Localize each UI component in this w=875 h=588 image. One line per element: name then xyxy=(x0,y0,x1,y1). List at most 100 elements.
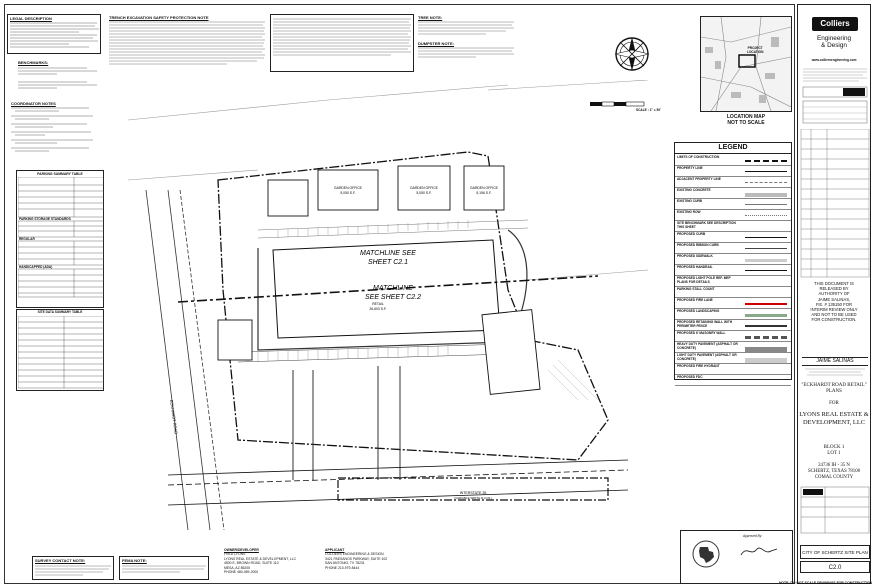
legend-symbol-icon xyxy=(745,303,787,305)
legend-item: PROPOSED RIBBON CURB xyxy=(675,243,791,254)
block-lot: BLOCK 1 LOT 1 xyxy=(798,445,870,457)
firm-sub-line2: & Design xyxy=(821,42,847,50)
address-line3: COMAL COUNTY xyxy=(814,475,854,480)
block-label: BLOCK 1 xyxy=(823,445,845,450)
applicant-title: APPLICANT xyxy=(325,548,345,552)
project-name: "ECKHARDT ROAD RETAIL" PLANS xyxy=(798,383,870,396)
dumpster-note-lines xyxy=(418,47,514,58)
legend-symbol-icon xyxy=(745,336,787,339)
legend-symbol-icon xyxy=(745,347,787,352)
survey-contact-title: SURVEY CONTACT NOTE: xyxy=(35,558,86,563)
legend-item-label: PROPOSED RETAINING WALL WITH PERIMETER F… xyxy=(677,320,733,328)
benchmarks-box: BENCHMARKS: xyxy=(16,58,101,98)
footer-note: NOTE: DO NOT SCALE DRAWINGS FOR CONSTRUC… xyxy=(778,581,872,585)
release-line-7: AND NOT TO BE USED xyxy=(811,312,857,318)
site-address: 24736 IH - 35 N SCHERTZ, TEXAS 78108 COM… xyxy=(798,463,870,481)
building-a-area: 5,050 S.F. xyxy=(340,191,355,195)
legend-item: PROPOSED FIRE LANE xyxy=(675,298,791,309)
legend-item: SITE BENCHMARK SEE DESCRIPTION THIS SHEE… xyxy=(675,221,791,232)
parking-summary-table: PARKING SUMMARY TABLE PARKING STORAGE ST… xyxy=(16,170,104,308)
legal-description-title: LEGAL DESCRIPTION xyxy=(10,16,52,21)
legend-item-label: PROPOSED FIRE LANE xyxy=(677,298,713,302)
legend-item-label: SITE BENCHMARK SEE DESCRIPTION THIS SHEE… xyxy=(677,221,736,229)
dumpster-note-title: DUMPSTER NOTE: xyxy=(418,41,454,46)
main-building-area: 26,603 S.F. xyxy=(369,307,386,311)
trench-safety-note: TRENCH EXCAVATION SAFETY PROTECTION NOTE xyxy=(107,14,267,70)
legend-item: HEAVY DUTY PAVEMENT (ASPHALT OR CONCRETE… xyxy=(675,342,791,353)
legend-item: PROPOSED FIRE HYDRANT xyxy=(675,364,791,375)
parking-table-grid xyxy=(18,177,104,298)
tree-note-title: TREE NOTE: xyxy=(418,15,443,20)
tree-note-lines xyxy=(418,21,514,35)
legend-item: PROPERTY LINE xyxy=(675,166,791,177)
firm-logo: Colliers xyxy=(812,17,858,31)
legend-item-label: LIMITS OF CONSTRUCTION xyxy=(677,155,720,159)
side-road-label: ECKHARDT ROAD xyxy=(169,399,179,434)
address-line1: 24736 IH - 35 N xyxy=(818,463,850,468)
engineer-info-lines xyxy=(805,368,865,376)
applicant-line-4: PHONE 210-979-8444 xyxy=(325,565,360,570)
benchmark-text-lines xyxy=(18,67,97,89)
legend-symbol-icon xyxy=(745,358,787,363)
legend-symbol-icon xyxy=(745,160,787,162)
building-b-label: GARDEN OFFICE xyxy=(410,186,439,190)
utility-caution-note xyxy=(270,14,414,72)
owner-line-3: 4500 E. BROWN ROAD, SUITE 110 xyxy=(224,561,279,566)
site-plan-drawing: MATCHLINE SEE SHEET C2.1 MATCHLINE SEE S… xyxy=(127,80,649,531)
legend-symbol-icon xyxy=(745,325,787,327)
coordinator-notes-lines xyxy=(11,107,93,152)
matchline-top-line1: MATCHLINE SEE xyxy=(360,250,416,257)
benchmarks-title: BENCHMARKS: xyxy=(18,60,49,65)
north-arrow-icon xyxy=(614,37,650,71)
matchline-bottom-line2: SEE SHEET C2.2 xyxy=(365,294,421,301)
location-map-subtitle: NOT TO SCALE xyxy=(727,120,765,126)
legend-symbol-icon xyxy=(745,215,787,216)
release-line-1: THIS DOCUMENT IS xyxy=(814,281,854,286)
release-line-5: P.E. # 135150 FOR xyxy=(815,301,852,307)
legend-item-label: PROPOSED SIDEWALK xyxy=(677,254,713,258)
owner-title: OWNER/DEVELOPER xyxy=(224,548,259,552)
legend-item-label: EXISTING CONCRETE xyxy=(677,188,711,192)
title-info-grid xyxy=(800,486,870,534)
legend-symbol-icon xyxy=(745,270,787,271)
survey-contact-lines xyxy=(35,565,111,576)
firm-info-lines xyxy=(802,68,868,124)
legend-symbol-icon xyxy=(745,237,787,238)
legend-symbol-icon xyxy=(745,171,787,172)
legend-item-label: LIGHT DUTY PAVEMENT (ASPHALT OR CONCRETE… xyxy=(677,353,737,361)
site-data-table-title: SITE DATA SUMMARY TABLE xyxy=(37,310,83,314)
sheet-number: C2.0 xyxy=(800,561,870,573)
project-name-line2: PLANS xyxy=(826,389,842,395)
legend-item-label: HEAVY DUTY PAVEMENT (ASPHALT OR CONCRETE… xyxy=(677,342,738,350)
legend-item-label: EXISTING ROW xyxy=(677,210,701,214)
tree-note: TREE NOTE: xyxy=(416,14,516,36)
legend-title: LEGEND xyxy=(675,143,791,154)
building-b-area: 5,050 S.F. xyxy=(416,191,431,195)
project-name-line1: "ECKHARDT ROAD RETAIL" xyxy=(801,383,867,388)
trench-note-lines xyxy=(109,21,265,65)
applicant-line-2: 3421 PAESANOS PARKWAY, SUITE 102 xyxy=(325,556,388,561)
legend-item-label: PROPOSED FDC xyxy=(677,375,703,379)
dumpster-note: DUMPSTER NOTE: xyxy=(416,40,516,62)
firm-sub-line1: Engineering xyxy=(816,35,852,42)
legend-item-label: PARKING STALL COUNT xyxy=(677,287,715,291)
firm-subtitle: Engineering & Design xyxy=(798,35,870,50)
title-block: Colliers Engineering & Design www.collie… xyxy=(797,4,871,584)
building-c-area: 5,156 S.F. xyxy=(476,191,491,195)
legend-item: LIMITS OF CONSTRUCTION xyxy=(675,155,791,166)
legal-description-text-lines xyxy=(10,22,99,48)
legend-symbol-icon xyxy=(745,248,787,249)
location-map-caption: LOCATION MAP NOT TO SCALE xyxy=(700,114,792,126)
legend-symbol-icon xyxy=(745,193,787,197)
legend-panel: LEGEND LIMITS OF CONSTRUCTION PROPERTY LI… xyxy=(674,142,792,386)
scale-bar xyxy=(590,101,645,107)
release-line-4: JAIME SALINAS, xyxy=(817,296,851,302)
legend-item: PROPOSED FDC xyxy=(675,375,791,386)
location-map-drawing xyxy=(701,17,791,111)
engineer-name: JAIME SALINAS xyxy=(802,357,868,366)
legend-item: PROPOSED LIGHT POLE REF. MEP PLANS FOR D… xyxy=(675,276,791,287)
matchline-bottom-line1: MATCHLINE xyxy=(373,285,413,292)
legend-item-label: PROPOSED LANDSCAPING xyxy=(677,309,720,313)
owner-line-4: MESA, AZ 85205 xyxy=(224,565,251,570)
